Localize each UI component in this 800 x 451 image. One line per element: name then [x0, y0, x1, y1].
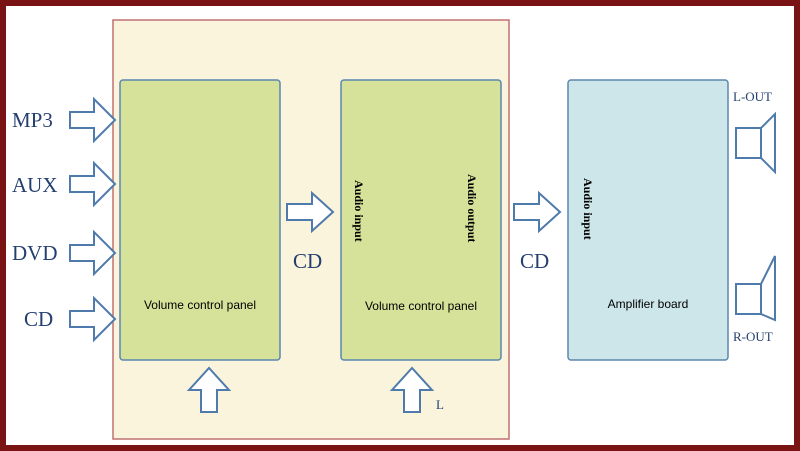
- dvd-arrow-icon: [69, 229, 117, 277]
- panel1-up-arrow-icon: [186, 366, 232, 413]
- panel2-audio-input-label: Audio input: [352, 180, 366, 242]
- right-speaker-cone-icon: [760, 255, 776, 322]
- amplifier-board: [567, 79, 729, 361]
- left-speaker-cone-icon: [760, 111, 776, 175]
- left-speaker-magnet: [735, 127, 762, 159]
- amp-title: Amplifier board: [607, 297, 689, 311]
- cd-arrow-icon: [69, 295, 117, 343]
- right-output-label: R-OUT: [733, 329, 773, 344]
- input-label-aux: AUX: [12, 173, 58, 197]
- panel2-audio-output-label: Audio output: [465, 174, 479, 243]
- amp-audio-input-label: Audio input: [581, 178, 595, 240]
- input-label-cd: CD: [24, 307, 54, 331]
- link2-arrow-icon: [513, 190, 562, 234]
- volume-panel-1: [119, 79, 281, 361]
- volume-panel-2: [340, 79, 502, 361]
- link1-label: CD: [293, 249, 323, 273]
- link2-label: CD: [520, 249, 550, 273]
- right-speaker-magnet: [735, 283, 762, 315]
- panel2-title: Volume control panel: [364, 299, 478, 313]
- link1-arrow-icon: [286, 190, 335, 234]
- mp3-arrow-icon: [69, 96, 117, 144]
- aux-arrow-icon: [69, 160, 117, 208]
- panel1-title: Volume control panel: [143, 298, 257, 312]
- input-label-dvd: DVD: [12, 241, 58, 265]
- panel2-up-arrow-icon: [389, 366, 435, 413]
- bottom-mark: L: [436, 397, 444, 412]
- input-label-mp3: MP3: [12, 108, 53, 132]
- left-output-label: L-OUT: [733, 89, 772, 104]
